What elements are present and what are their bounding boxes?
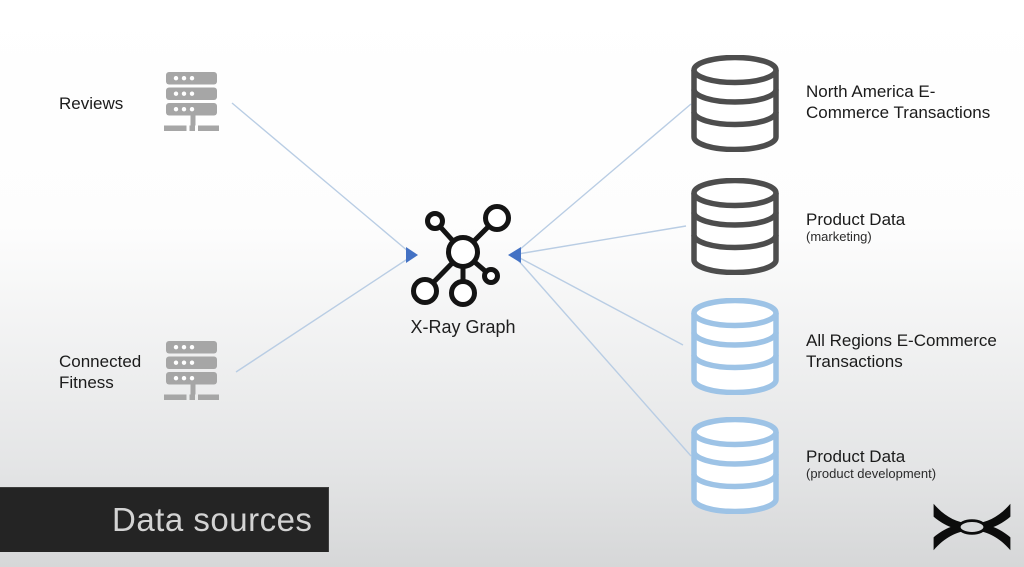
database-label: North America E-Commerce Transactions xyxy=(806,82,991,122)
server-icon xyxy=(164,72,219,131)
center-node-label: X-Ray Graph xyxy=(410,317,516,337)
connector-line xyxy=(517,256,684,346)
connector-line xyxy=(231,102,410,253)
connector-line xyxy=(235,257,410,373)
database-sublabel: (marketing) xyxy=(806,229,872,244)
source-label-connected-fitness: Connected Fitness xyxy=(59,352,142,392)
section-title: Data sources xyxy=(112,500,313,538)
database-label: Product Data xyxy=(806,447,906,466)
section-title-banner: Data sources xyxy=(0,487,329,552)
database-label: All Regions E-Commerce Transactions xyxy=(806,331,997,371)
database-icon xyxy=(691,417,779,514)
network-graph-icon xyxy=(411,204,511,307)
connector-line xyxy=(517,103,692,252)
database-icon xyxy=(691,55,779,152)
source-label-reviews: Reviews xyxy=(59,94,124,113)
connector-line xyxy=(517,225,687,255)
database-icon xyxy=(691,178,779,275)
database-sublabel: (product development) xyxy=(806,466,937,481)
server-icon xyxy=(164,341,219,400)
under-armour-logo xyxy=(933,503,1011,551)
database-label: Product Data xyxy=(806,210,906,229)
arrowhead-icon xyxy=(406,247,418,263)
arrowhead-icon xyxy=(508,247,521,263)
database-icon xyxy=(691,298,779,395)
connector-line xyxy=(517,259,692,457)
